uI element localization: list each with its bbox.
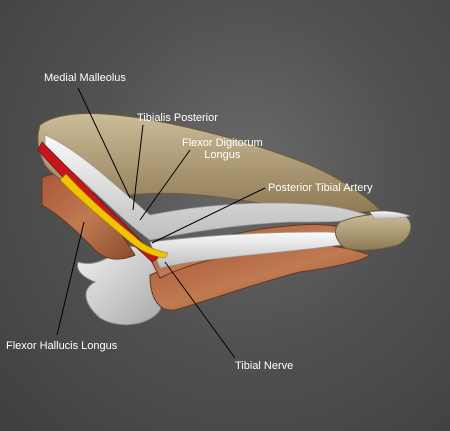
leader-posterior-tibial-artery [151, 187, 266, 244]
label-flexor-digitorum-line1: Flexor Digitorum [182, 137, 263, 149]
label-tibial-nerve: Tibial Nerve [235, 360, 294, 372]
label-medial-malleolus: Medial Malleolus [44, 72, 126, 84]
leader-medial-malleolus [77, 87, 131, 199]
label-tibialis-posterior: Tibialis Posterior [137, 112, 218, 124]
toe-bones [334, 213, 412, 251]
label-posterior-tibial-artery: Posterior Tibial Artery [268, 182, 373, 194]
leader-flexor-hallucis-longus [56, 221, 85, 336]
label-flexor-digitorum-longus: Flexor Digitorum Longus [182, 137, 263, 161]
leader-tibialis-posterior [132, 124, 144, 211]
tibial-nerve [59, 173, 169, 259]
toe-tendon-tip [369, 210, 412, 220]
leader-tibial-nerve [164, 261, 236, 359]
label-flexor-hallucis-longus: Flexor Hallucis Longus [6, 340, 118, 352]
leader-flexor-digitorum [139, 149, 191, 221]
label-flexor-digitorum-line2: Longus [204, 149, 241, 161]
leader-lines [56, 87, 266, 359]
